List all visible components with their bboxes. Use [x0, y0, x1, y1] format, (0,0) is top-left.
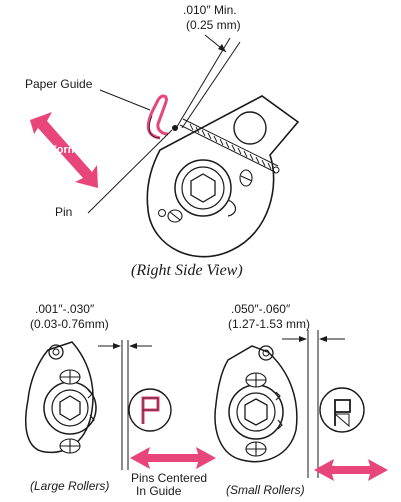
clearance-value: .010″ Min. [183, 3, 237, 17]
hub-inner [181, 166, 225, 210]
pin [172, 125, 178, 131]
large-gap-value: .001″-.030″ [35, 302, 95, 316]
small-gap-metric: (1.27-1.53 mm) [228, 317, 311, 331]
paper-line-1 [174, 37, 231, 131]
large-roller-screw-bottom [59, 438, 81, 454]
small-guide-circle [319, 387, 365, 433]
large-rollers-caption: (Large Rollers) [30, 479, 110, 493]
small-roller-screw-bottom [245, 441, 267, 457]
large-guide-circle [128, 388, 172, 432]
center-note-line2: In Guide [136, 484, 182, 498]
small-roller-arrow [314, 459, 388, 481]
paper-guide-leader [99, 89, 151, 111]
small-gap-value: .050″-.060″ [231, 302, 291, 316]
form-label: Form [50, 144, 78, 156]
clearance-arrowhead [218, 44, 226, 52]
form-arrow [30, 112, 98, 188]
center-note-line1: Pins Centered [131, 471, 208, 485]
hub-outer [174, 159, 232, 217]
hub-clip [227, 199, 237, 217]
tension-spring [179, 118, 280, 174]
large-roller-screw-top [59, 369, 81, 385]
large-gap-metric: (0.03-0.76mm) [30, 317, 109, 331]
paper-guide [146, 94, 169, 140]
center-arrow [130, 447, 216, 469]
paper-line-2 [181, 41, 241, 129]
screw-right [239, 169, 253, 187]
clearance-metric: (0.25 mm) [186, 18, 241, 32]
small-roller-screw-top [245, 372, 267, 388]
paper-guide-label: Paper Guide [25, 77, 93, 91]
large-pin [141, 396, 160, 424]
small-rollers-caption: (Small Rollers) [226, 483, 305, 497]
hub-hexagon [190, 173, 216, 203]
small-pin [334, 399, 351, 426]
screw-bottom [167, 209, 183, 223]
large-roller-unit [25, 341, 97, 454]
tractor-housing [146, 95, 300, 258]
pin-leader [87, 129, 173, 214]
pin-label: Pin [55, 205, 73, 219]
upper-wheel [233, 111, 267, 145]
right-side-caption: (Right Side View) [131, 262, 243, 279]
small-hole [158, 209, 166, 217]
